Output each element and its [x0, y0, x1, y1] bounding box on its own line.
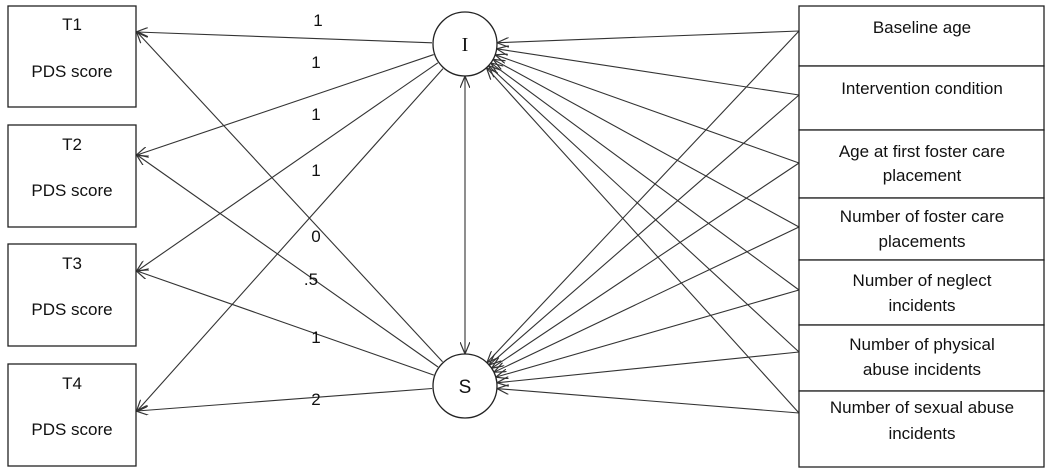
covariate-line: incidents	[888, 296, 955, 315]
path-covariate-6-to-intercept	[489, 66, 800, 353]
loading-label-i-t4: 1	[311, 161, 320, 180]
slope-loading-labels: 0 .5 1 2	[304, 227, 321, 409]
path-slope-to-t1	[137, 32, 443, 363]
path-covariate-1-to-slope	[488, 30, 800, 362]
path-intercept-to-t2	[137, 54, 434, 155]
observed-box-t4: T4 PDS score	[7, 363, 137, 467]
covariate-line: Number of sexual abuse	[830, 398, 1014, 417]
covariate-line: Number of physical	[849, 335, 995, 354]
covariate-line: Intervention condition	[841, 79, 1003, 98]
covariate-line: Number of neglect	[853, 271, 992, 290]
path-covariate-6-to-slope	[498, 351, 800, 383]
observed-label: T1	[62, 15, 82, 34]
loading-label-i-t2: 1	[311, 53, 320, 72]
loading-label-s-t2: .5	[304, 270, 318, 289]
loading-label-i-t1: 1	[313, 11, 322, 30]
covariate-box-intervention-condition: Intervention condition	[798, 65, 1045, 131]
path-covariate-5-to-intercept	[492, 64, 800, 291]
covariate-box-neglect-incidents: Number of neglect incidents	[798, 259, 1045, 326]
observed-label: T2	[62, 135, 82, 154]
path-covariate-3-to-slope	[492, 162, 800, 368]
covariate-box-age-first-placement: Age at first foster care placement	[798, 129, 1045, 199]
latent-slope: S	[432, 353, 498, 419]
covariate-line: abuse incidents	[863, 360, 981, 379]
observed-sub: PDS score	[31, 62, 112, 81]
paths-layer	[137, 30, 800, 414]
path-intercept-to-t3	[137, 62, 439, 271]
path-covariate-7-to-intercept	[487, 68, 800, 414]
path-covariate-4-to-intercept	[494, 60, 800, 228]
observed-sub: PDS score	[31, 181, 112, 200]
path-slope-to-t4	[137, 387, 433, 411]
path-covariate-1-to-intercept	[498, 30, 800, 43]
loading-label-s-t3: 1	[311, 328, 320, 347]
loading-label-i-t3: 1	[311, 105, 320, 124]
latent-label: S	[459, 377, 472, 398]
covariate-line: Age at first foster care	[839, 142, 1005, 161]
latent-intercept: I	[432, 11, 498, 77]
path-intercept-to-t1	[137, 32, 433, 44]
covariate-box-physical-abuse-incidents: Number of physical abuse incidents	[798, 324, 1045, 392]
path-covariate-4-to-slope	[495, 226, 800, 372]
observed-sub: PDS score	[31, 420, 112, 439]
covariate-line: placements	[879, 232, 966, 251]
path-covariate-2-to-intercept	[498, 49, 800, 96]
latent-label: I	[462, 34, 469, 56]
path-covariate-7-to-slope	[498, 389, 800, 414]
observed-sub: PDS score	[31, 300, 112, 319]
path-intercept-to-t4	[137, 68, 444, 411]
observed-box-t1: T1 PDS score	[7, 5, 137, 108]
covariate-line: incidents	[888, 424, 955, 443]
intercept-loading-labels: 1 1 1 1	[311, 11, 322, 180]
observed-label: T3	[62, 254, 82, 273]
covariate-box-baseline-age: Baseline age	[798, 5, 1045, 67]
path-covariate-5-to-slope	[497, 289, 800, 377]
loading-label-s-t4: 2	[311, 390, 320, 409]
path-covariate-3-to-intercept	[496, 55, 800, 164]
covariate-line: placement	[883, 166, 962, 185]
covariate-box-sexual-abuse-incidents: Number of sexual abuse incidents	[798, 390, 1045, 468]
observed-box-t3: T3 PDS score	[7, 243, 137, 347]
path-slope-to-t3	[137, 271, 435, 376]
covariate-line: Number of foster care	[840, 207, 1004, 226]
observed-box-t2: T2 PDS score	[7, 124, 137, 228]
covariate-line: Baseline age	[873, 18, 971, 37]
path-slope-to-t2	[137, 155, 439, 368]
covariate-box-num-placements: Number of foster care placements	[798, 197, 1045, 261]
observed-label: T4	[62, 374, 82, 393]
loading-label-s-t1: 0	[311, 227, 320, 246]
path-covariate-2-to-slope	[490, 94, 800, 364]
